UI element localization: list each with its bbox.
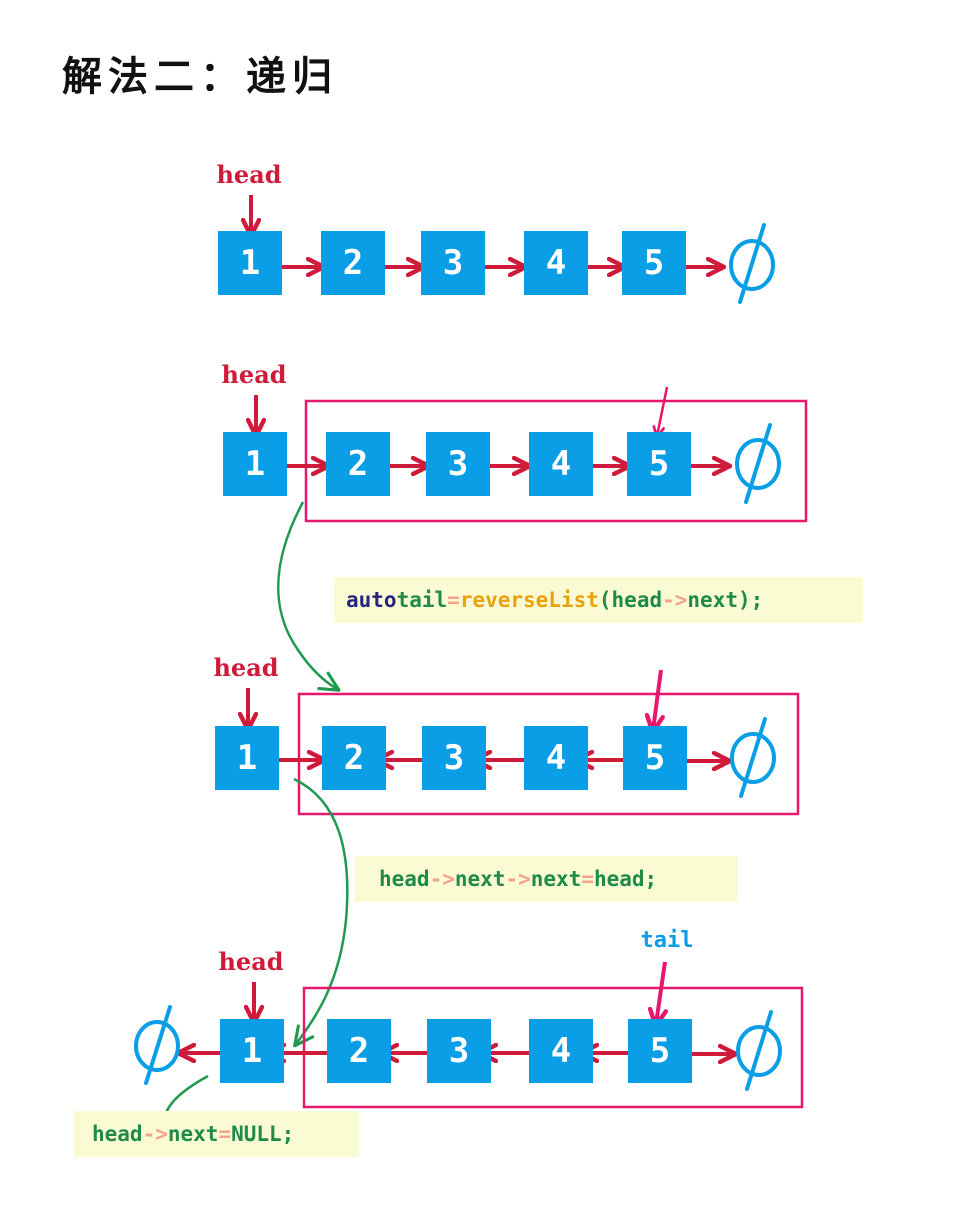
list-node: 4 — [524, 726, 588, 790]
list-node: 1 — [220, 1019, 284, 1083]
code-operator: -> — [142, 1122, 168, 1146]
code-variable: head; — [593, 867, 658, 891]
code-variable: tail — [396, 588, 448, 612]
null-icon — [735, 423, 781, 504]
code-operator: = — [581, 867, 594, 891]
head-label: head — [221, 360, 287, 389]
code-connector-curve — [164, 1074, 209, 1114]
recursion-box — [302, 986, 804, 1109]
code-operator: -> — [662, 588, 688, 612]
recursion-flow-curve — [277, 501, 341, 692]
list-node: 1 — [215, 726, 279, 790]
null-icon — [134, 1005, 180, 1085]
list-node: 4 — [524, 231, 588, 295]
code-operator: -> — [429, 867, 455, 891]
code-text: next); — [687, 588, 764, 612]
head-label: head — [213, 653, 279, 682]
list-node: 4 — [529, 432, 593, 496]
code-keyword: auto — [346, 588, 397, 612]
list-node: 3 — [422, 726, 486, 790]
page-title: 解法二：递归 — [62, 54, 338, 100]
list-node: 2 — [321, 231, 385, 295]
list-node: 2 — [326, 432, 390, 496]
code-function: reverseList — [459, 588, 599, 612]
head-label: head — [218, 947, 284, 976]
list-node: 3 — [427, 1019, 491, 1083]
list-node: 5 — [622, 231, 686, 295]
null-icon — [730, 717, 776, 798]
list-node: 1 — [218, 231, 282, 295]
list-node: 5 — [628, 1019, 692, 1083]
code-variable: head — [92, 1122, 143, 1146]
tail-pointer-arrow — [653, 669, 661, 730]
null-icon — [736, 1010, 782, 1091]
code-argument: (head — [598, 588, 663, 612]
list-node: 3 — [426, 432, 490, 496]
code-text: next — [530, 867, 582, 891]
recursion-flow-curve — [293, 777, 349, 1048]
recursion-box — [304, 399, 808, 523]
code-operator: = — [218, 1122, 232, 1146]
list-node: 3 — [421, 231, 485, 295]
recursion-box — [297, 692, 800, 816]
list-node: 5 — [627, 432, 691, 496]
list-node: 2 — [322, 726, 386, 790]
head-label: head — [216, 160, 282, 189]
code-operator: -> — [505, 867, 531, 891]
list-node: 2 — [327, 1019, 391, 1083]
code-snippet-recursive-call: auto tail = reverseList(head->next); — [334, 577, 863, 623]
list-node: 1 — [223, 432, 287, 496]
list-node: 4 — [529, 1019, 593, 1083]
code-variable: head — [379, 867, 430, 891]
code-text: next — [454, 867, 506, 891]
list-node: 5 — [623, 726, 687, 790]
code-text: next — [167, 1122, 219, 1146]
pointer-arrow — [657, 386, 669, 436]
null-icon — [729, 223, 775, 304]
code-snippet-set-null: head->next = NULL; — [74, 1111, 359, 1157]
tail-pointer-arrow — [656, 961, 665, 1024]
code-snippet-reverse-link: head->next->next = head; — [355, 856, 738, 902]
tail-label: tail — [640, 928, 694, 953]
code-operator: = — [447, 588, 460, 612]
code-text: NULL; — [231, 1122, 295, 1146]
